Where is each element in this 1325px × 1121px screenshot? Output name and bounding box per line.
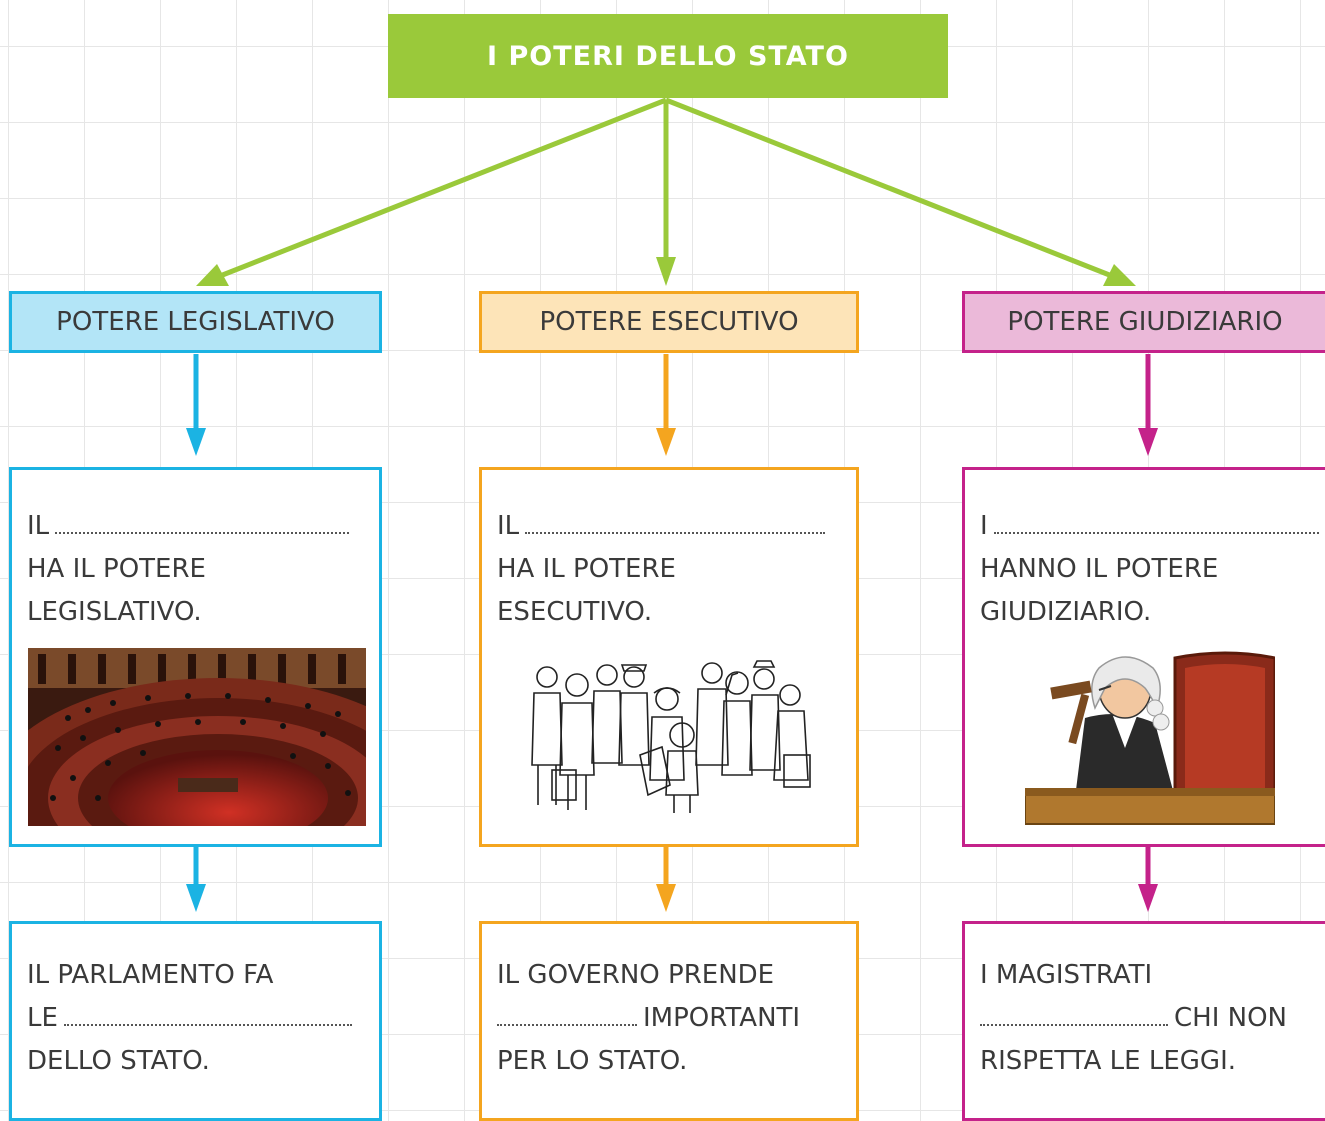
fill-in-blank[interactable] <box>980 1023 1168 1026</box>
card-legislative-who: IL HA IL POTERE LEGISLATIVO. <box>9 467 382 847</box>
diagram-title: I POTERI DELLO STATO <box>388 14 948 98</box>
card-legislative-what: IL PARLAMENTO FA LE DELLO STATO. <box>9 921 382 1121</box>
fill-in-blank[interactable] <box>525 531 826 534</box>
card-line: I <box>980 505 1325 548</box>
card-judicial-what: I MAGISTRATI CHI NON RISPETTA LE LEGGI. <box>962 921 1325 1121</box>
card-line: LEGISLATIVO. <box>27 597 202 627</box>
card-executive-who: IL HA IL POTERE ESECUTIVO. <box>479 467 859 847</box>
card-line: HA IL POTERE <box>27 554 206 584</box>
line-prefix: IL <box>27 511 50 541</box>
card-line: I MAGISTRATI <box>980 960 1153 990</box>
card-line: PER LO STATO. <box>497 1046 688 1076</box>
parliament-image <box>28 648 366 826</box>
arrow-to-legislative <box>219 97 667 279</box>
fill-in-blank[interactable] <box>55 531 350 534</box>
fill-in-blank[interactable] <box>63 1023 352 1026</box>
legislative-arrows <box>186 354 206 912</box>
card-line: HANNO IL POTERE <box>980 554 1219 584</box>
card-line: HA IL POTERE <box>497 554 676 584</box>
card-line: ESECUTIVO. <box>497 597 653 627</box>
line-prefix: LE <box>27 1003 58 1033</box>
arrowhead-judicial <box>1103 264 1136 286</box>
line-prefix: IL <box>497 511 520 541</box>
arrowhead-judicial-1 <box>1138 428 1158 456</box>
card-line: IMPORTANTI <box>497 997 856 1040</box>
arrowhead-judicial-2 <box>1138 884 1158 912</box>
arrowhead-legislative-2 <box>186 884 206 912</box>
judge-image <box>1025 651 1275 825</box>
card-line: GIUDIZIARIO. <box>980 597 1152 627</box>
card-line: IL <box>497 505 856 548</box>
line-suffix: IMPORTANTI <box>643 1003 801 1033</box>
arrowhead-legislative <box>196 264 229 286</box>
fill-in-blank[interactable] <box>497 1023 637 1026</box>
heading-legislative: POTERE LEGISLATIVO <box>9 291 382 353</box>
heading-executive: POTERE ESECUTIVO <box>479 291 859 353</box>
government-workers-image <box>531 660 811 813</box>
arrowhead-executive-1 <box>656 428 676 456</box>
card-line: RISPETTA LE LEGGI. <box>980 1046 1237 1076</box>
arrowhead-executive-2 <box>656 884 676 912</box>
card-executive-what: IL GOVERNO PRENDE IMPORTANTI PER LO STAT… <box>479 921 859 1121</box>
heading-judicial: POTERE GIUDIZIARIO <box>962 291 1325 353</box>
arrowhead-executive <box>656 257 676 286</box>
card-line: DELLO STATO. <box>27 1046 210 1076</box>
line-prefix: I <box>980 511 988 541</box>
card-line: LE <box>27 997 379 1040</box>
executive-arrows <box>656 354 676 912</box>
card-line: CHI NON <box>980 997 1325 1040</box>
judicial-arrows <box>1138 354 1158 912</box>
arrowhead-legislative-1 <box>186 428 206 456</box>
fill-in-blank[interactable] <box>993 531 1319 534</box>
card-line: IL PARLAMENTO FA <box>27 960 274 990</box>
title-arrows <box>196 97 1136 286</box>
card-line: IL <box>27 505 379 548</box>
arrow-to-judicial <box>665 97 1113 279</box>
line-suffix: CHI NON <box>1174 1003 1288 1033</box>
card-line: IL GOVERNO PRENDE <box>497 960 775 990</box>
card-judicial-who: I HANNO IL POTERE GIUDIZIARIO. <box>962 467 1325 847</box>
